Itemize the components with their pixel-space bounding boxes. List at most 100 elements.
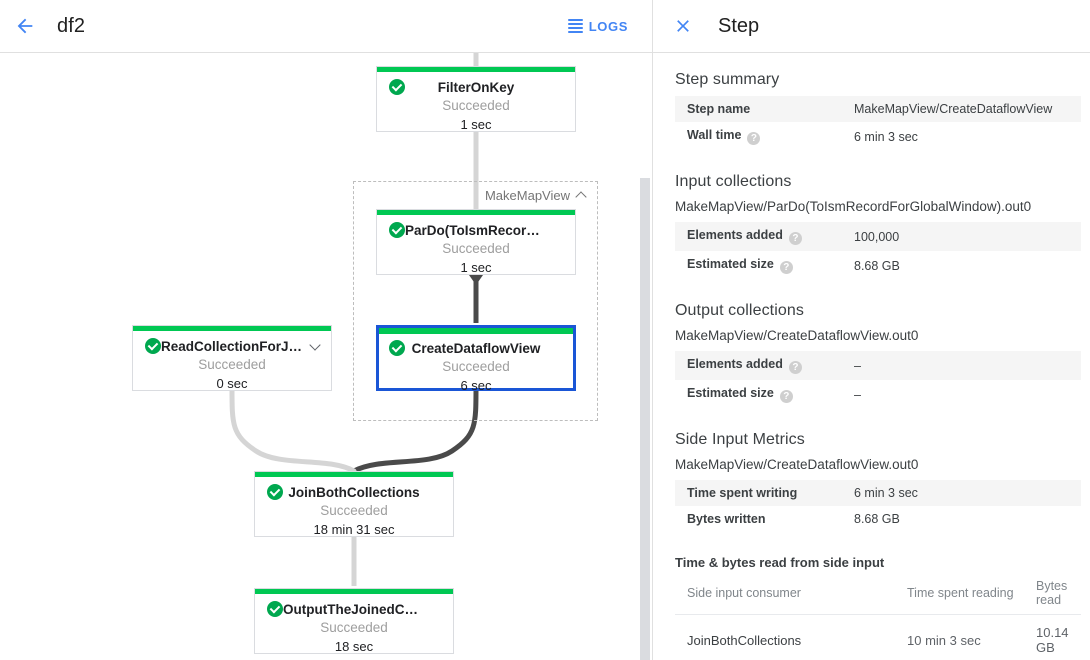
side-input-collection-name: MakeMapView/CreateDataflowView.out0 bbox=[675, 457, 919, 472]
row-value: 8.68 GB bbox=[854, 258, 900, 273]
table-row: Step name MakeMapView/CreateDataflowView bbox=[675, 96, 1081, 122]
table-row: Estimated size? 8.68 GB bbox=[675, 251, 1081, 280]
table-row: Elements added? – bbox=[675, 351, 1081, 380]
node-time: 6 sec bbox=[460, 378, 492, 393]
row-value: – bbox=[854, 358, 861, 373]
check-circle-icon bbox=[267, 601, 283, 617]
table-step-summary: Step name MakeMapView/CreateDataflowView… bbox=[675, 96, 1081, 151]
help-icon[interactable]: ? bbox=[779, 390, 793, 403]
node-time: 0 sec bbox=[216, 376, 248, 391]
step-details-pane: Step Step summary Step name MakeMapView/… bbox=[653, 0, 1090, 660]
row-key: Elements added? bbox=[675, 351, 854, 380]
row-value: 8.68 GB bbox=[854, 512, 900, 526]
node-status-bar bbox=[377, 210, 575, 215]
cell-bytes-read: 10.14 GB bbox=[1024, 614, 1081, 660]
node-body: OutputTheJoinedCollec… Succeeded 18 sec bbox=[255, 589, 453, 656]
node-title: OutputTheJoinedCollec… bbox=[283, 602, 449, 617]
row-key: Step name bbox=[687, 102, 751, 116]
job-graph-pane: df2 LOGS bbox=[0, 0, 653, 660]
check-circle-icon bbox=[267, 484, 283, 500]
node-status-bar bbox=[255, 472, 453, 477]
node-status-bar bbox=[379, 328, 573, 334]
node-time: 1 sec bbox=[460, 117, 492, 132]
row-key-text: Wall time bbox=[687, 128, 742, 142]
row-key-text: Elements added bbox=[687, 357, 783, 371]
row-value: 6 min 3 sec bbox=[854, 486, 918, 500]
logs-button[interactable]: LOGS bbox=[560, 13, 636, 40]
check-circle-icon bbox=[389, 340, 405, 356]
subsection-heading-side-input-reads: Time & bytes read from side input bbox=[675, 555, 885, 570]
step-panel-title: Step bbox=[718, 14, 760, 37]
node-body: CreateDataflowView Succeeded 6 sec bbox=[379, 328, 573, 395]
row-key: Time spent writing bbox=[687, 486, 798, 500]
check-circle-icon bbox=[389, 79, 405, 95]
help-icon[interactable]: ? bbox=[788, 232, 802, 245]
node-status: Succeeded bbox=[442, 241, 510, 256]
check-circle-icon bbox=[145, 338, 161, 354]
column-header-time-spent-reading[interactable]: Time spent reading bbox=[895, 572, 1024, 615]
scrollbar-thumb[interactable] bbox=[640, 178, 650, 660]
row-value: 100,000 bbox=[854, 229, 900, 244]
chevron-up-icon[interactable] bbox=[576, 190, 587, 201]
node-title: FilterOnKey bbox=[437, 80, 515, 95]
section-heading-output-collections: Output collections bbox=[675, 302, 804, 319]
table-row: Bytes written 8.68 GB bbox=[675, 506, 1081, 532]
logs-lines-icon bbox=[567, 19, 583, 33]
row-value: MakeMapView/CreateDataflowView bbox=[854, 102, 1053, 116]
graph-vertical-scrollbar[interactable] bbox=[640, 53, 650, 660]
help-icon[interactable]: ? bbox=[747, 132, 761, 145]
column-header-bytes-read[interactable]: Bytes read bbox=[1024, 572, 1081, 615]
table-row: Elements added? 100,000 bbox=[675, 222, 1081, 251]
step-panel-content: Step summary Step name MakeMapView/Creat… bbox=[653, 53, 1090, 660]
row-key-text: Elements added bbox=[687, 228, 783, 242]
row-value: – bbox=[854, 387, 861, 402]
row-value: 6 min 3 sec bbox=[854, 129, 918, 144]
section-heading-step-summary: Step summary bbox=[675, 71, 780, 88]
table-header-row: Side input consumer Time spent reading B… bbox=[675, 572, 1081, 615]
close-button[interactable] bbox=[663, 6, 703, 46]
section-heading-input-collections: Input collections bbox=[675, 173, 792, 190]
node-status: Succeeded bbox=[442, 359, 510, 374]
node-title: JoinBothCollections bbox=[288, 485, 420, 500]
node-read-collection-for-join[interactable]: ReadCollectionForJoin Succeeded 0 sec bbox=[132, 325, 332, 391]
table-row: Estimated size? – bbox=[675, 380, 1081, 409]
node-join-both-collections[interactable]: JoinBothCollections Succeeded 18 min 31 … bbox=[254, 471, 454, 537]
help-icon[interactable]: ? bbox=[788, 361, 802, 374]
help-icon[interactable]: ? bbox=[779, 261, 793, 274]
page-title: df2 bbox=[57, 14, 86, 37]
node-body: JoinBothCollections Succeeded 18 min 31 … bbox=[255, 472, 453, 539]
edge-readcollection-to-join bbox=[229, 385, 357, 474]
check-circle-icon bbox=[389, 222, 405, 238]
table-side-input-metrics: Time spent writing 6 min 3 sec Bytes wri… bbox=[675, 480, 1081, 532]
node-body: ReadCollectionForJoin Succeeded 0 sec bbox=[133, 326, 331, 393]
table-row: Wall time? 6 min 3 sec bbox=[675, 122, 1081, 151]
node-output-the-joined-collection[interactable]: OutputTheJoinedCollec… Succeeded 18 sec bbox=[254, 588, 454, 654]
table-head: Side input consumer Time spent reading B… bbox=[675, 572, 1081, 615]
table-row: JoinBothCollections 10 min 3 sec 10.14 G… bbox=[675, 614, 1081, 660]
node-filter-on-key[interactable]: FilterOnKey Succeeded 1 sec bbox=[376, 66, 576, 132]
row-key: Estimated size? bbox=[675, 251, 854, 280]
node-status: Succeeded bbox=[442, 98, 510, 113]
row-key: Bytes written bbox=[687, 512, 766, 526]
column-header-side-input-consumer[interactable]: Side input consumer bbox=[675, 572, 895, 615]
back-button[interactable] bbox=[5, 6, 45, 46]
output-collection-name: MakeMapView/CreateDataflowView.out0 bbox=[675, 328, 919, 343]
arrow-back-icon bbox=[17, 18, 33, 34]
section-heading-side-input-metrics: Side Input Metrics bbox=[675, 431, 805, 448]
chevron-down-icon[interactable] bbox=[310, 340, 321, 351]
node-status-bar bbox=[133, 326, 331, 331]
node-title: CreateDataflowView bbox=[411, 341, 541, 356]
group-label-makemapview[interactable]: MakeMapView bbox=[485, 188, 587, 203]
group-makemapview[interactable]: MakeMapView bbox=[353, 181, 598, 421]
node-title: ParDo(ToIsmRecordFor… bbox=[405, 223, 570, 238]
graph-canvas[interactable]: MakeMapView FilterOnKey Succeeded 1 sec bbox=[0, 53, 652, 660]
row-key: Elements added? bbox=[675, 222, 854, 251]
cell-time-spent-reading: 10 min 3 sec bbox=[895, 614, 1024, 660]
node-status: Succeeded bbox=[198, 357, 266, 372]
node-pardo-toismrecordfor[interactable]: ParDo(ToIsmRecordFor… Succeeded 1 sec bbox=[376, 209, 576, 275]
table-row: Time spent writing 6 min 3 sec bbox=[675, 480, 1081, 506]
node-create-dataflow-view[interactable]: CreateDataflowView Succeeded 6 sec bbox=[376, 325, 576, 393]
input-collection-name: MakeMapView/ParDo(ToIsmRecordForGlobalWi… bbox=[675, 199, 1032, 214]
node-time: 18 sec bbox=[334, 639, 374, 654]
